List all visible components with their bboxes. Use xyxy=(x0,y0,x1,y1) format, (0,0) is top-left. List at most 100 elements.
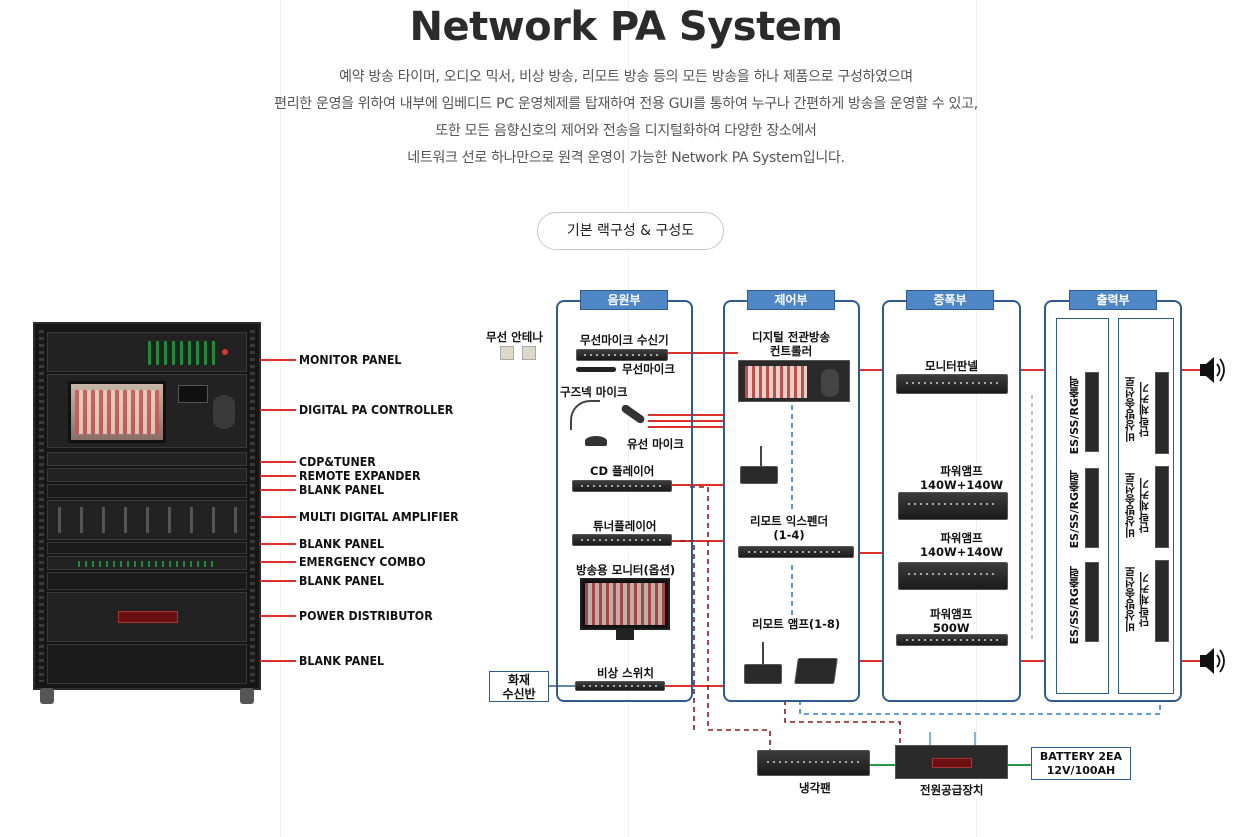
tuner-player-device xyxy=(572,534,672,546)
rack-label: BLANK PANEL xyxy=(299,574,385,588)
monitor-label: 방송용 모니터(옵션) xyxy=(576,563,676,577)
power-amp-label: 파워앰프 140W+140W xyxy=(920,531,1003,559)
controller-label-line: 디지털 전관방송 xyxy=(752,330,831,344)
power-supply-label: 전원공급장치 xyxy=(920,783,984,797)
tuner-player-label: 튜너플레이어 xyxy=(593,519,657,533)
emergency-checker-label: 단락체커기 xyxy=(1138,572,1151,627)
antenna-icon xyxy=(522,346,536,360)
emergency-checker-device xyxy=(1155,560,1169,642)
power-amp-line: 140W+140W xyxy=(920,478,1004,492)
rack-wheel xyxy=(40,688,54,704)
emergency-checker-label: 비상방송선로 xyxy=(1124,472,1137,538)
emergency-checker-label: 단락체커기 xyxy=(1138,478,1151,533)
battery-line: BATTERY 2EA xyxy=(1039,750,1123,763)
rack-config-tab-button[interactable]: 기본 랙구성 & 구성도 xyxy=(537,212,724,250)
blank-panel-unit xyxy=(47,542,247,554)
power-amp-line: 140W+140W xyxy=(920,545,1004,559)
rack-label: REMOTE EXPANDER xyxy=(299,469,421,483)
cdp-tuner-unit xyxy=(47,452,247,466)
rack-label: BLANK PANEL xyxy=(299,537,385,551)
monitor-icon xyxy=(580,578,670,630)
rack-label: BLANK PANEL xyxy=(299,483,385,497)
monitor-panel-device xyxy=(896,374,1008,394)
emergency-switch-label: 비상 스위치 xyxy=(597,666,654,680)
power-amp-label: 파워앰프 500W xyxy=(930,607,972,635)
emergency-checker-label: 단락체커기 xyxy=(1138,382,1151,437)
section-header: 제어부 xyxy=(747,290,835,310)
remote-expander-label: 리모트 익스펜더 (1-4) xyxy=(750,514,828,542)
pa-controller-unit xyxy=(47,374,247,448)
power-amp-device xyxy=(898,492,1008,520)
emergency-switch-device xyxy=(575,681,665,691)
emergency-checker-line: 비상방송선로 xyxy=(1124,376,1137,442)
power-distributor-unit xyxy=(47,592,247,642)
rack-label: POWER DISTRIBUTOR xyxy=(299,609,433,623)
remote-amp-mic xyxy=(762,642,764,664)
power-amp-device xyxy=(896,634,1008,646)
controller-label-line: 컨트롤러 xyxy=(769,344,813,358)
output-selector-device xyxy=(1085,562,1099,642)
gooseneck-mic-base xyxy=(585,436,607,446)
emergency-checker-line: 비상방송선로 xyxy=(1124,566,1137,632)
section-header: 음원부 xyxy=(580,290,668,310)
emergency-checker-device xyxy=(1155,466,1169,548)
paging-console-mic xyxy=(760,446,762,466)
power-amp-label: 파워앰프 140W+140W xyxy=(920,464,1003,492)
power-amp-line: 파워앰프 xyxy=(940,464,983,478)
rack-label: EMERGENCY COMBO xyxy=(299,555,426,569)
rack-label: CDP&TUNER xyxy=(299,455,376,469)
background-divider xyxy=(628,0,629,837)
section-header: 증폭부 xyxy=(906,290,994,310)
background-divider xyxy=(280,0,281,837)
cd-player-device xyxy=(572,480,672,492)
wireless-mic-label: 무선마이크 xyxy=(622,362,675,376)
wired-mic-label: 유선 마이크 xyxy=(627,437,684,451)
description-line: 또한 모든 음향신호의 제어와 전송을 디지털화하여 다양한 장소에서 xyxy=(435,123,817,139)
battery-box: BATTERY 2EA 12V/100AH xyxy=(1031,747,1131,780)
output-selector-label: ES/SS/RG출력 xyxy=(1068,470,1081,549)
output-selector-label: ES/SS/RG출력 xyxy=(1068,376,1081,455)
wireless-mic-icon xyxy=(576,367,616,372)
multi-amp-unit xyxy=(47,500,247,540)
gooseneck-mic-label: 구즈넥 마이크 xyxy=(560,385,628,399)
emergency-checker-label: 비상방송선로 xyxy=(1124,566,1137,632)
remote-amp-console xyxy=(744,664,782,684)
section-header: 출력부 xyxy=(1069,290,1157,310)
wireless-receiver-label: 무선마이크 수신기 xyxy=(580,333,669,347)
rack-wheel xyxy=(240,688,254,704)
remote-expander-line: 리모트 익스펜더 xyxy=(750,514,829,528)
remote-expander-line: (1-4) xyxy=(773,528,805,542)
speaker-icon xyxy=(1200,357,1225,383)
remote-amp-label: 리모트 앰프(1-8) xyxy=(752,617,841,631)
speaker-icon xyxy=(1200,648,1225,674)
emergency-combo-unit xyxy=(47,556,247,570)
output-inner-box xyxy=(1056,318,1109,694)
output-inner-box xyxy=(1118,318,1174,694)
page-title: Network PA System xyxy=(409,4,843,50)
wireless-receiver-device xyxy=(576,349,668,361)
blank-panel-unit xyxy=(47,484,247,498)
emergency-checker-line: 비상방송선로 xyxy=(1124,472,1137,538)
output-selector-label: ES/SS/RG출력 xyxy=(1068,566,1081,645)
description-line: 예약 방송 타이머, 오디오 믹서, 비상 방송, 리모트 방송 등의 모든 방… xyxy=(339,69,913,85)
rack-label: DIGITAL PA CONTROLLER xyxy=(299,403,454,417)
cooling-fan-device xyxy=(757,750,870,776)
equipment-rack xyxy=(33,322,261,690)
output-selector-device xyxy=(1085,468,1099,548)
emergency-checker-device xyxy=(1155,372,1169,454)
rack-label: MONITOR PANEL xyxy=(299,353,402,367)
gooseneck-mic-icon xyxy=(570,400,600,430)
rack-label: MULTI DIGITAL AMPLIFIER xyxy=(299,510,459,524)
monitor-panel-label: 모니터판넬 xyxy=(925,359,978,373)
blank-panel-unit xyxy=(47,572,247,590)
description-line: 편리한 운영을 위하여 내부에 임베디드 PC 운영체제를 탑재하여 전용 GU… xyxy=(274,96,978,112)
cd-player-label: CD 플레이어 xyxy=(590,464,655,478)
power-amp-line: 500W xyxy=(932,621,970,635)
fire-panel-line: 화재 xyxy=(507,673,531,687)
output-selector-device xyxy=(1085,372,1099,452)
controller-label: 디지털 전관방송 컨트롤러 xyxy=(752,330,830,358)
monitor-panel-unit xyxy=(47,332,247,372)
remote-expander-unit xyxy=(47,468,247,482)
power-amp-line: 파워앰프 xyxy=(930,607,973,621)
